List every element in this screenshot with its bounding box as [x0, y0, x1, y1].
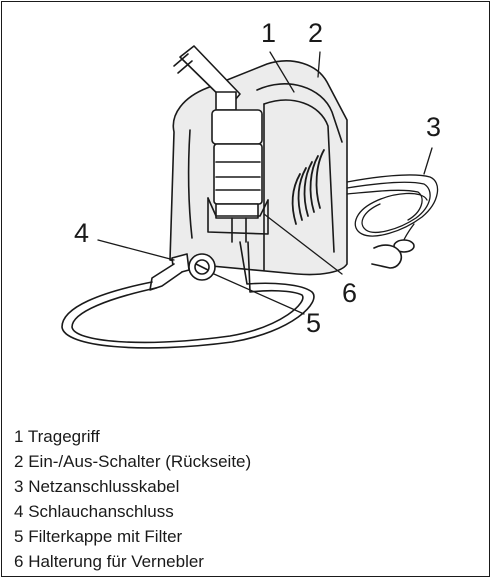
nebulizer-cup: [173, 45, 263, 243]
callout-1: 1: [261, 18, 276, 48]
legend-label: Halterung für Vernebler: [28, 552, 204, 571]
legend-num: 1: [14, 427, 24, 446]
air-hose: [61, 241, 315, 349]
legend-label: Schlauchanschluss: [28, 502, 174, 521]
legend-label: Netzanschlusskabel: [28, 477, 180, 496]
legend-num: 4: [14, 502, 24, 521]
legend-label: Ein-/Aus-Schalter (Rückseite): [28, 452, 252, 471]
legend-item: 1 Tragegriff: [14, 424, 251, 449]
power-cable: [346, 174, 439, 251]
callout-4: 4: [74, 218, 89, 248]
leader-lines: [97, 51, 433, 315]
legend-label: Tragegriff: [27, 427, 100, 446]
legend-num: 2: [14, 452, 24, 471]
legend-item: 3 Netzanschlusskabel: [14, 474, 251, 499]
power-plug: [371, 239, 415, 269]
legend-num: 5: [14, 527, 24, 546]
nebulizer-illustration: 1 2 3 4 5 6: [61, 18, 441, 349]
leader-line-1: [269, 51, 295, 93]
parts-legend: 1 Tragegriff 2 Ein-/Aus-Schalter (Rückse…: [14, 424, 251, 574]
legend-item: 2 Ein-/Aus-Schalter (Rückseite): [14, 449, 251, 474]
legend-item: 6 Halterung für Vernebler: [14, 549, 251, 574]
leader-line-4: [97, 239, 175, 261]
legend-num: 6: [14, 552, 24, 571]
legend-item: 4 Schlauchanschluss: [14, 499, 251, 524]
callout-5: 5: [306, 308, 321, 338]
filter-cap: [188, 253, 216, 281]
leader-line-3: [423, 147, 433, 175]
leader-line-6: [263, 213, 343, 275]
callout-2: 2: [308, 18, 323, 48]
callout-6: 6: [342, 278, 357, 308]
callout-3: 3: [426, 112, 441, 142]
leader-line-2: [317, 51, 321, 78]
leader-line-5: [213, 273, 305, 315]
legend-label: Filterkappe mit Filter: [28, 527, 183, 546]
legend-num: 3: [14, 477, 24, 496]
legend-item: 5 Filterkappe mit Filter: [14, 524, 251, 549]
air-vents: [291, 149, 325, 225]
